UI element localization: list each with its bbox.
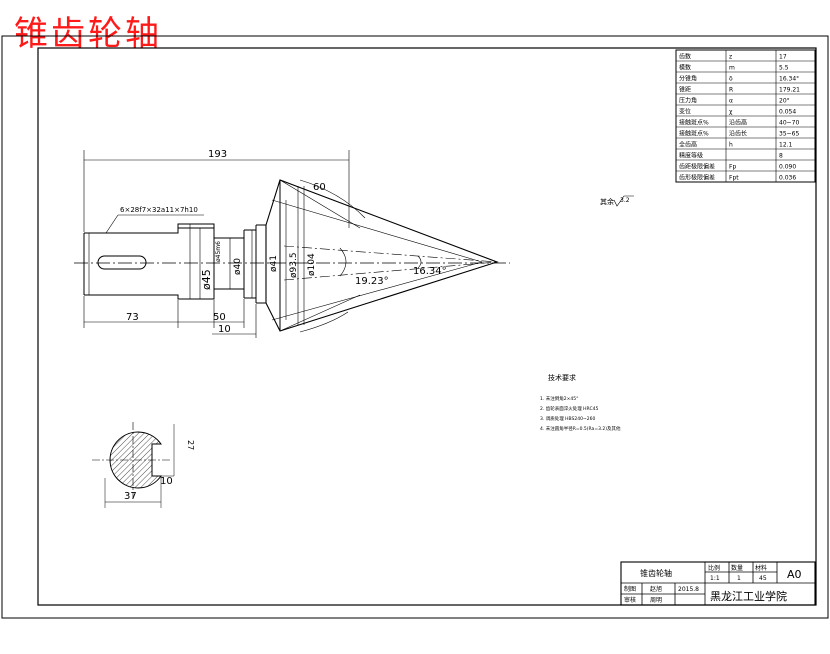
dim-angle-16: 16.34° [413, 266, 447, 277]
title-sheet-size: A0 [787, 568, 802, 581]
table-cell: 齿距极限偏差 [679, 163, 715, 171]
note-4: 4. 未注圆角半径R=0.5(Ra=3.2)及其他 [540, 425, 621, 432]
title-checked-by: 周明 [650, 597, 662, 604]
roughness-value: 3.2 [620, 197, 630, 204]
section-dim-27: 27 [186, 440, 195, 450]
table-cell: 16.34° [779, 76, 799, 83]
notes-title: 技术要求 [548, 373, 576, 382]
table-cell: 锥距 [679, 86, 691, 94]
table-cell: 沿齿长 [729, 130, 747, 138]
table-cell: 35~65 [779, 131, 799, 138]
table-cell: 12.1 [779, 142, 793, 149]
title-qty-value: 1 [737, 575, 741, 582]
title-part-name: 锥齿轮轴 [640, 568, 672, 578]
table-cell: 沿齿高 [729, 119, 747, 127]
table-cell: 8 [779, 153, 783, 160]
title-qty-label: 数量 [731, 564, 743, 572]
dim-spline: 6×28f7×32a11×7h10 [120, 206, 198, 214]
table-cell: 全齿高 [679, 141, 697, 149]
table-cell: 精度等级 [679, 152, 703, 160]
dim-73: 73 [126, 312, 139, 323]
dim-phi41: ø41 [269, 255, 279, 272]
note-1: 1. 未注倒角2×45° [540, 395, 578, 402]
table-cell: 齿形极限偏差 [679, 174, 715, 182]
table-cell: 接触斑点% [679, 130, 709, 138]
dim-193: 193 [208, 149, 227, 160]
table-cell: 40~70 [779, 120, 799, 127]
title-material-label: 材料 [755, 564, 767, 572]
other-roughness-label: 其余 [600, 197, 614, 206]
table-cell: 模数 [679, 64, 691, 72]
table-cell: 变位 [679, 108, 691, 116]
dim-phi104: ø104 [307, 253, 317, 276]
table-cell: Fp [729, 164, 736, 171]
table-cell: z [729, 54, 732, 61]
drawing-title: 锥齿轮轴 [14, 14, 162, 54]
inner-border [37, 47, 817, 606]
technical-notes: 技术要求 1. 未注倒角2×45° 2. 齿轮表面淬火处理 HRC45 3. 调… [540, 373, 621, 432]
section-dim-10: 10 [160, 476, 173, 487]
dim-10: 10 [218, 324, 231, 335]
title-drawn-label: 制图 [624, 585, 636, 593]
dim-phi40: ø40 [233, 258, 243, 275]
title-school: 黑龙江工业学院 [710, 589, 787, 603]
table-cell: Fpt [729, 175, 739, 182]
table-cell: 齿数 [679, 53, 691, 61]
roughness-symbol [613, 195, 634, 207]
title-check-label: 审核 [624, 596, 636, 604]
fit-note: ø45m6 [215, 241, 222, 262]
table-cell: 5.5 [779, 65, 789, 72]
shaft-main-view [74, 179, 510, 333]
table-cell: 179.21 [779, 87, 800, 94]
dim-phi45: ø45 [200, 269, 213, 290]
table-cell: 0.054 [779, 109, 796, 116]
table-cell: R [729, 87, 733, 94]
table-cell: χ [729, 109, 733, 116]
note-2: 2. 齿轮表面淬火处理 HRC45 [540, 405, 598, 412]
title-scale-value: 1:1 [710, 575, 720, 582]
dim-50: 50 [213, 312, 226, 323]
dim-60: 60 [313, 182, 326, 193]
title-drawn-by: 赵旭 [650, 585, 662, 593]
table-cell: 压力角 [679, 97, 697, 105]
title-material-value: 45 [759, 575, 767, 582]
table-cell: α [729, 98, 733, 105]
table-cell: 17 [779, 54, 787, 61]
table-cell: m [729, 65, 735, 72]
table-cell: δ [729, 76, 733, 83]
shaft-section-view: 37 10 27 [92, 422, 195, 508]
dimension-lines [83, 150, 350, 338]
table-cell: 0.036 [779, 175, 796, 182]
dim-phi93-5: ø93.5 [289, 252, 299, 278]
title-date: 2015.8 [678, 586, 699, 593]
title-scale-label: 比例 [708, 564, 720, 572]
outer-border [1, 35, 829, 619]
gear-parameter-table: 齿数 z 17 模数 m 5.5 分锥角 δ 16.34° 锥距 R 179.21 压力角 α 20° 变位 χ… [675, 49, 816, 183]
table-cell: 分锥角 [679, 75, 697, 83]
title-block [620, 561, 816, 606]
section-dim-37: 37 [124, 491, 137, 502]
table-cell: 0.090 [779, 164, 796, 171]
table-cell: 20° [779, 98, 790, 105]
table-cell: 接触斑点% [679, 119, 709, 127]
dim-angle-19: 19.23° [355, 276, 389, 287]
note-3: 3. 调质处理 HBS240~260 [540, 415, 595, 422]
table-cell: h [729, 142, 733, 149]
